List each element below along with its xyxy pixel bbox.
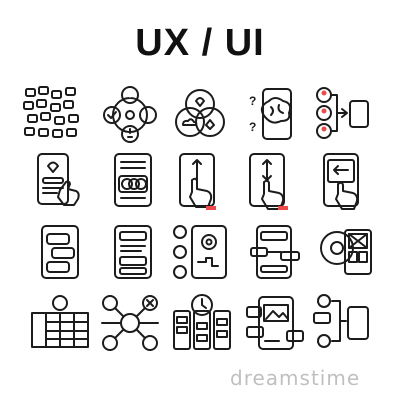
brain-phone-icon: ? ? <box>245 85 305 145</box>
users-to-phone-icon <box>312 85 372 145</box>
devices-chat-icon <box>245 293 305 353</box>
phone-text-blocks-icon <box>103 222 163 282</box>
phone-chat-icon <box>30 222 90 282</box>
ux-features-cycle-icon <box>100 85 160 145</box>
svg-text:?: ? <box>249 120 256 134</box>
phone-like-tap-icon <box>30 150 90 210</box>
clock-columns-icon <box>172 293 232 353</box>
phone-zoom-gesture-icon <box>240 150 300 210</box>
svg-text:?: ? <box>249 94 256 108</box>
watermark-text: dreamstime <box>230 366 361 390</box>
user-table-grid-icon <box>30 293 90 353</box>
process-flow-icon <box>100 293 160 353</box>
phone-swipe-up-icon <box>170 150 230 210</box>
phone-workflow-icon <box>247 222 307 282</box>
venn-diagram-icon <box>170 85 230 145</box>
phone-slider-icon <box>103 150 163 210</box>
sitemap-tiles-icon <box>22 85 82 145</box>
users-chat-phone-icon <box>312 293 372 353</box>
gear-layout-icon <box>315 222 375 282</box>
page-title: UX / UI <box>135 22 265 64</box>
phone-swipe-left-icon <box>312 150 372 210</box>
users-settings-phone-icon <box>170 222 230 282</box>
